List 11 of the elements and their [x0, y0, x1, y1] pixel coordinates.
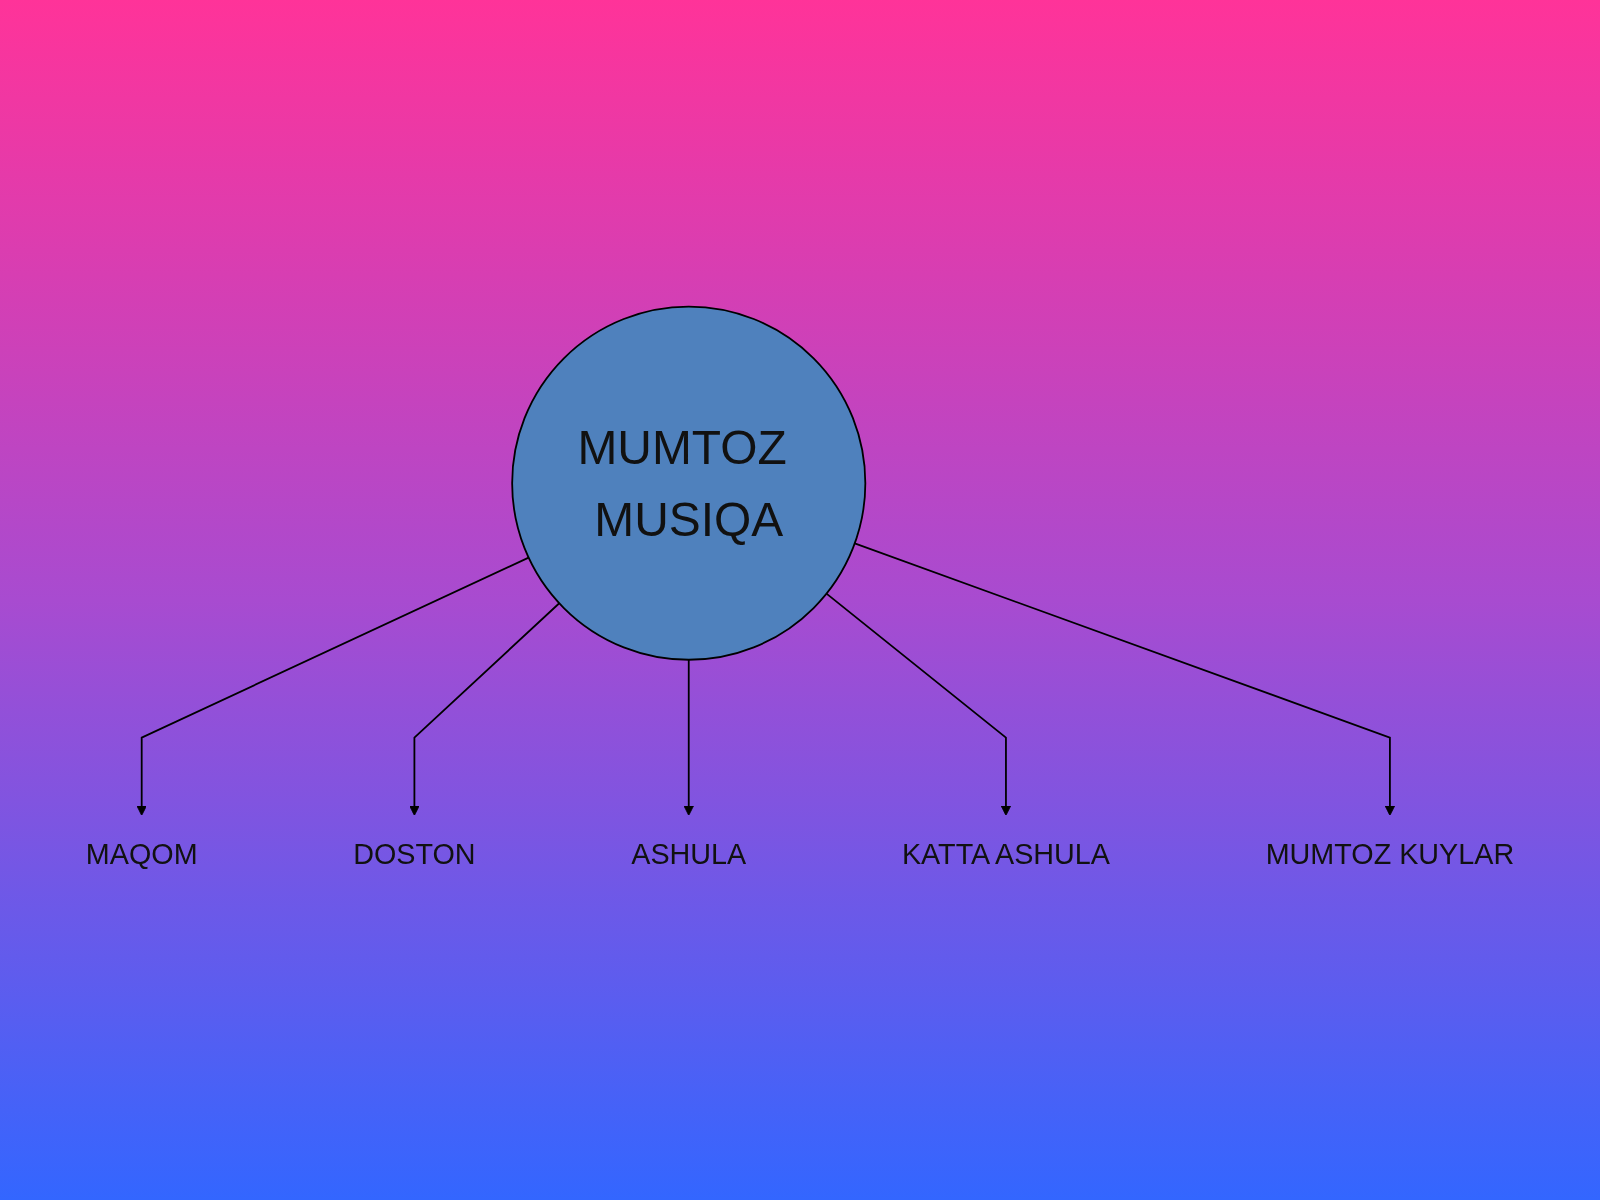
- arrow: [825, 592, 1012, 816]
- arrow: [136, 556, 530, 816]
- arrow: [683, 658, 694, 816]
- node-text: MAQOM: [85, 837, 198, 870]
- node-text: ASHULA: [631, 837, 747, 870]
- node-text: KATTA ASHULA: [901, 837, 1111, 870]
- node-text: DOSTON: [353, 837, 476, 870]
- node-circle: MUMTOZ MUSIQA: [511, 305, 867, 661]
- arrow: [409, 601, 561, 816]
- arrow: [853, 542, 1396, 816]
- node-text: MUMTOZ KUYLAR: [1265, 837, 1515, 870]
